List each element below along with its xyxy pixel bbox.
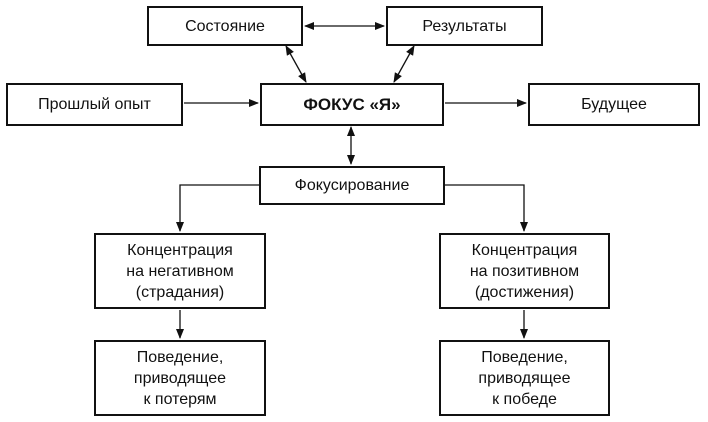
node-concentration-negative-label: Концентрация на негативном (страдания) (126, 241, 234, 301)
node-state: Состояние (147, 6, 303, 46)
node-concentration-negative: Концентрация на негативном (страдания) (94, 233, 266, 309)
node-behavior-win-label: Поведение, приводящее к победе (478, 348, 571, 408)
node-results-label: Результаты (422, 17, 507, 35)
node-future: Будущее (528, 83, 700, 126)
node-focus-self-label: ФОКУС «Я» (303, 95, 401, 114)
node-past-experience: Прошлый опыт (6, 83, 183, 126)
node-concentration-positive-label: Концентрация на позитивном (достижения) (469, 241, 580, 301)
node-focus-self: ФОКУС «Я» (260, 83, 444, 126)
node-concentration-positive: Концентрация на позитивном (достижения) (439, 233, 610, 309)
arrow-focusing-positive (445, 184, 528, 232)
node-behavior-loss: Поведение, приводящее к потерям (94, 340, 266, 416)
arrow-state-focus (285, 45, 307, 83)
arrow-focusing-negative (176, 184, 259, 232)
node-focusing-label: Фокусирование (294, 177, 410, 194)
node-future-label: Будущее (581, 96, 647, 113)
node-focusing: Фокусирование (259, 166, 445, 205)
node-results: Результаты (386, 6, 543, 46)
arrow-results-focus (393, 45, 415, 83)
node-past-experience-label: Прошлый опыт (38, 96, 151, 113)
node-behavior-win: Поведение, приводящее к победе (439, 340, 610, 416)
node-state-label: Состояние (185, 17, 265, 35)
node-behavior-loss-label: Поведение, приводящее к потерям (133, 348, 227, 408)
